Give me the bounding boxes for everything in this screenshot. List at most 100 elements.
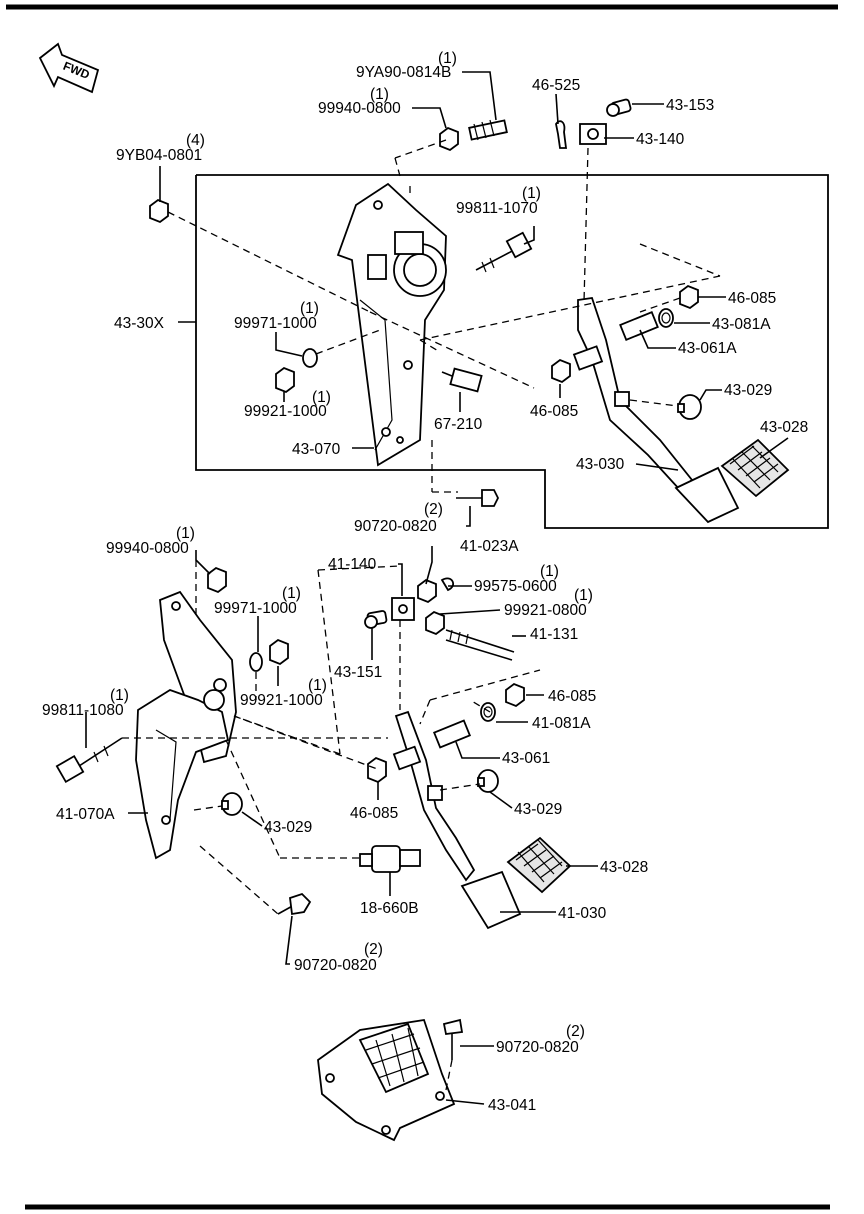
callout-label: 41-070A [56,806,115,823]
callout-label: 9YB04-0801 [116,147,202,164]
callout-qty: (1) [300,300,319,317]
callout-label: 99811-1080 [42,702,124,719]
callout-label: 43-061A [678,340,737,357]
callout-label: 99811-1070 [456,200,538,217]
callout-label: 43-151 [334,664,382,681]
leader-lines [85,71,789,1105]
callout-label: 43-153 [666,97,714,114]
callout-label: 99971-1000 [214,600,297,617]
callout-qty: (1) [176,525,195,542]
bolt-90720-a [456,489,500,507]
callout-label: 99921-0800 [504,602,587,619]
switch-67-210 [441,367,483,393]
callout-qty: (1) [312,389,331,406]
callout-label: 99940-0800 [318,100,401,117]
cover-43-041 [317,1018,456,1142]
upper-assembly-frame [195,174,829,529]
nut-99940-top [439,126,459,152]
callout-qty: (2) [364,941,383,958]
callout-qty: (1) [370,86,389,103]
callout-label: 43-041 [488,1097,536,1114]
callout-label: 99940-0800 [106,540,189,557]
pin-43-153 [606,98,632,117]
callout-qty: (1) [522,185,541,202]
callout-label: 99921-1000 [240,692,323,709]
spring-43-081a [658,308,674,328]
pedal-arm-41-030 [392,710,522,930]
bolt-90720-b [277,892,312,916]
callout-label: 46-085 [530,403,578,420]
callout-label: 43-061 [502,750,550,767]
callout-label: 41-023A [460,538,519,555]
nut-99921-0800 [425,610,445,636]
callout-label: 67-210 [434,416,483,433]
callout-label: 43-081A [712,316,771,333]
callout-label: 43-028 [600,859,648,876]
bolt-90720-c [442,1018,464,1091]
callout-label: 46-085 [728,290,776,307]
bolt-99811-1070 [475,231,533,273]
nut-9yb04 [149,198,169,224]
bolt-99811-1080 [55,737,123,784]
callout-label: 43-029 [514,801,562,818]
callouts: (1) 9YA90-0814B (1) 99940-0800 46-525 43… [42,50,808,1114]
callout-qty: (1) [282,585,301,602]
callout-qty: (1) [540,563,559,580]
callout-qty: (2) [566,1023,585,1040]
clip-46-525 [555,120,568,149]
stopper-43-029-b [477,769,499,793]
callout-label: 99575-0600 [474,578,557,595]
bushing-43-061a [619,311,659,341]
callout-label: 41-081A [532,715,591,732]
callout-label: 90720-0820 [496,1039,579,1056]
callout-label: 46-085 [548,688,596,705]
callout-qty: (1) [110,687,129,704]
callout-label: 90720-0820 [294,957,377,974]
rod-41-131 [445,629,515,661]
nut-46-085-c [505,682,525,708]
callout-label: 18-660B [360,900,419,917]
callout-label: 46-525 [532,77,580,94]
nut-99921-lower [269,638,289,666]
callout-qty: (1) [574,587,593,604]
callout-label: 43-030 [576,456,625,473]
bracket-41-070a [135,590,237,860]
callout-label: 43-070 [292,441,341,458]
callout-label: 46-085 [350,805,398,822]
bracket-43-070 [336,182,447,467]
callout-label: 43-029 [724,382,772,399]
fwd-arrow-icon: FWD [38,42,100,94]
nut-46-085-a [679,284,699,310]
nut-46-085-d [367,756,387,784]
clip-99575 [440,577,455,592]
switch-18-660b [359,845,421,873]
callout-label: 43-029 [264,819,312,836]
clevis-43-140 [579,123,607,145]
callout-label: 9YA90-0814B [356,64,451,81]
assembly-dashed-lines-lower [122,560,541,915]
callout-qty: (4) [186,132,205,149]
bolt-9ya90 [468,119,508,141]
bushing-43-061 [432,719,472,749]
pad-43-028-b [506,836,572,894]
callout-label: 41-140 [328,556,377,573]
nut-99940-lower [207,566,227,594]
callout-label: 90720-0820 [354,518,437,535]
nut-99921-upper [275,366,295,394]
callout-label: 99921-1000 [244,403,327,420]
stopper-43-029-a [677,394,702,420]
callout-label: 41-131 [530,626,578,643]
callout-label: 43-30X [114,315,165,332]
spring-41-081a [480,702,496,722]
stopper-43-029-c [221,792,243,816]
clevis-41-140 [391,597,415,621]
pad-43-028-a [720,438,790,498]
washer-99971-upper [302,348,318,368]
assembly-dashed-lines-upper [167,139,721,493]
callout-label: 99971-1000 [234,315,317,332]
callout-label: 41-030 [558,905,607,922]
callout-qty: (2) [424,501,443,518]
nut-46-085-b [551,358,571,384]
nut-41-023a [417,578,437,604]
